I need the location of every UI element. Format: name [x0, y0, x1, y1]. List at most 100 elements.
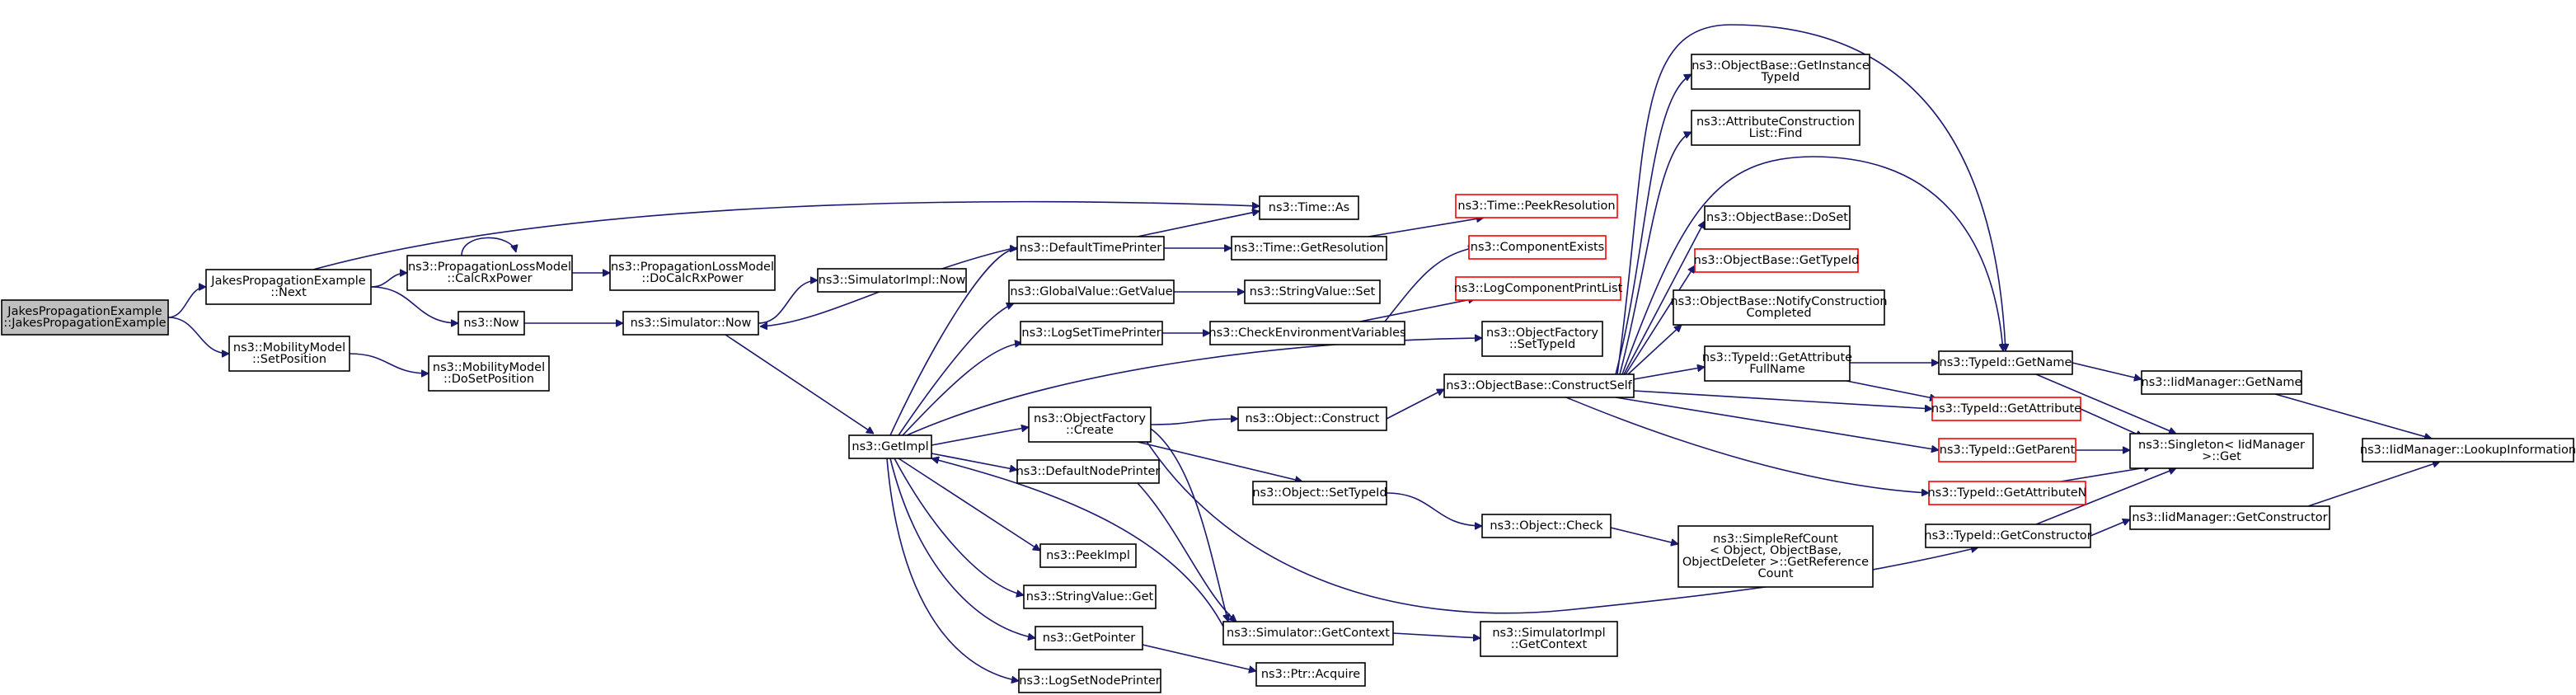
node-obj-construct[interactable]: ns3::Object::Construct: [1237, 406, 1387, 431]
node-box[interactable]: [406, 255, 573, 291]
node-box[interactable]: [1255, 662, 1366, 687]
node-box[interactable]: [609, 255, 776, 291]
node-box[interactable]: [1008, 279, 1175, 304]
node-box[interactable]: [1252, 481, 1387, 505]
node-iid-getconstructor[interactable]: ns3::IidManager::GetConstructor: [2129, 505, 2330, 530]
node-box[interactable]: [1925, 524, 2091, 548]
node-box[interactable]: [1704, 205, 1851, 230]
node-box[interactable]: [1468, 235, 1607, 260]
node-box[interactable]: [1209, 321, 1405, 345]
node-next[interactable]: JakesPropagationExample::Next: [205, 269, 372, 305]
node-box[interactable]: [1023, 585, 1157, 609]
node-box[interactable]: [1931, 397, 2081, 421]
node-box[interactable]: [1704, 345, 1851, 382]
node-box[interactable]: [205, 269, 372, 305]
node-box[interactable]: [1443, 373, 1635, 398]
node-plm-calc[interactable]: ns3::PropagationLossModel::CalcRxPower: [406, 255, 573, 291]
node-obj-settypeid[interactable]: ns3::Object::SetTypeId: [1252, 481, 1387, 505]
node-box[interactable]: [457, 311, 525, 336]
node-simimpl-getctx[interactable]: ns3::SimulatorImpl::GetContext: [1480, 621, 1618, 657]
node-checkenv[interactable]: ns3::CheckEnvironmentVariables: [1208, 321, 1406, 345]
node-getimpl[interactable]: ns3::GetImpl: [848, 434, 932, 459]
node-box[interactable]: [2362, 438, 2574, 463]
node-box[interactable]: [2129, 505, 2330, 530]
node-box[interactable]: [428, 355, 550, 392]
node-ob-doset[interactable]: ns3::ObjectBase::DoSet: [1704, 205, 1851, 230]
node-box[interactable]: [1928, 481, 2086, 505]
node-obj-check[interactable]: ns3::Object::Check: [1481, 514, 1612, 538]
node-of-create[interactable]: ns3::ObjectFactory::Create: [1028, 406, 1152, 443]
node-of-settypeid[interactable]: ns3::ObjectFactory::SetTypeId: [1481, 321, 1603, 357]
node-now[interactable]: ns3::Now: [457, 311, 525, 336]
node-box[interactable]: [1938, 438, 2076, 463]
node-box[interactable]: [1694, 248, 1859, 273]
node-ptr-acquire[interactable]: ns3::Ptr::Acquire: [1255, 662, 1366, 687]
node-time-as[interactable]: ns3::Time::As: [1259, 195, 1359, 220]
node-box[interactable]: [1455, 276, 1621, 301]
node-box[interactable]: [817, 268, 967, 293]
node-box[interactable]: [1020, 321, 1163, 345]
node-time-peekres[interactable]: ns3::Time::PeekResolution: [1455, 194, 1618, 218]
node-gv-getvalue[interactable]: ns3::GlobalValue::GetValue: [1008, 279, 1175, 304]
node-box[interactable]: [1016, 236, 1165, 261]
node-simimpl-now[interactable]: ns3::SimulatorImpl::Now: [817, 268, 967, 293]
node-box[interactable]: [1691, 54, 1870, 90]
node-box[interactable]: [1259, 195, 1359, 220]
node-box[interactable]: [622, 311, 759, 336]
node-box[interactable]: [1231, 236, 1387, 261]
node-tid-getattrn[interactable]: ns3::TypeId::GetAttributeN: [1927, 481, 2087, 505]
node-logsettime[interactable]: ns3::LogSetTimePrinter: [1020, 321, 1163, 345]
node-box[interactable]: [1691, 110, 1860, 146]
node-sim-getctx[interactable]: ns3::Simulator::GetContext: [1222, 621, 1394, 646]
node-defnodeprinter[interactable]: ns3::DefaultNodePrinter: [1016, 459, 1161, 484]
node-box[interactable]: [1018, 669, 1161, 693]
node-box[interactable]: [1222, 621, 1394, 646]
node-mm-setpos[interactable]: ns3::MobilityModel::SetPosition: [228, 336, 350, 372]
node-box[interactable]: [1237, 406, 1387, 431]
node-plm-docalc[interactable]: ns3::PropagationLossModel::DoCalcRxPower: [609, 255, 776, 291]
node-box[interactable]: [1481, 321, 1603, 357]
node-ob-constructself[interactable]: ns3::ObjectBase::ConstructSelf: [1443, 373, 1635, 398]
node-root[interactable]: JakesPropagationExample::JakesPropagatio…: [1, 299, 169, 336]
node-box[interactable]: [1481, 514, 1612, 538]
node-tid-getattr[interactable]: ns3::TypeId::GetAttribute: [1931, 397, 2081, 421]
node-sv-get[interactable]: ns3::StringValue::Get: [1023, 585, 1157, 609]
node-logcompprint[interactable]: ns3::LogComponentPrintList: [1454, 276, 1623, 301]
node-box[interactable]: [1480, 621, 1618, 657]
node-box[interactable]: [1, 299, 169, 336]
node-box[interactable]: [1244, 279, 1381, 304]
node-ob-notify[interactable]: ns3::ObjectBase::NotifyConstructionCompl…: [1670, 289, 1888, 326]
node-iid-lookup[interactable]: ns3::IidManager::LookupInformation: [2360, 438, 2576, 463]
node-getpointer[interactable]: ns3::GetPointer: [1035, 626, 1143, 650]
node-ob-gettypeid[interactable]: ns3::ObjectBase::GetTypeId: [1694, 248, 1860, 273]
node-box[interactable]: [1677, 525, 1874, 588]
node-singleton-get[interactable]: ns3::Singleton< IidManager>::Get: [2129, 433, 2314, 469]
node-tid-getparent[interactable]: ns3::TypeId::GetParent: [1938, 438, 2076, 463]
node-sv-set[interactable]: ns3::StringValue::Set: [1244, 279, 1381, 304]
node-iid-getname[interactable]: ns3::IidManager::GetName: [2141, 370, 2302, 395]
node-box[interactable]: [1028, 406, 1152, 443]
node-box[interactable]: [228, 336, 350, 372]
node-box[interactable]: [1039, 543, 1137, 568]
node-peekimpl[interactable]: ns3::PeekImpl: [1039, 543, 1137, 568]
node-sim-now[interactable]: ns3::Simulator::Now: [622, 311, 759, 336]
node-deftimeprinter[interactable]: ns3::DefaultTimePrinter: [1016, 236, 1165, 261]
node-simplerefcount[interactable]: ns3::SimpleRefCount< Object, ObjectBase,…: [1677, 525, 1874, 588]
node-box[interactable]: [2141, 370, 2302, 395]
node-time-getres[interactable]: ns3::Time::GetResolution: [1231, 236, 1387, 261]
node-box[interactable]: [1455, 194, 1618, 218]
node-box[interactable]: [1938, 350, 2073, 375]
node-compexists[interactable]: ns3::ComponentExists: [1468, 235, 1607, 260]
node-box[interactable]: [2129, 433, 2314, 469]
node-logsetnode[interactable]: ns3::LogSetNodePrinter: [1018, 669, 1161, 693]
node-tid-getconstructor[interactable]: ns3::TypeId::GetConstructor: [1924, 524, 2092, 548]
node-mm-dosetpos[interactable]: ns3::MobilityModel::DoSetPosition: [428, 355, 550, 392]
node-box[interactable]: [1673, 289, 1885, 326]
node-box[interactable]: [1016, 459, 1160, 484]
node-box[interactable]: [1035, 626, 1143, 650]
node-box[interactable]: [848, 434, 932, 459]
node-tid-getname[interactable]: ns3::TypeId::GetName: [1938, 350, 2073, 375]
